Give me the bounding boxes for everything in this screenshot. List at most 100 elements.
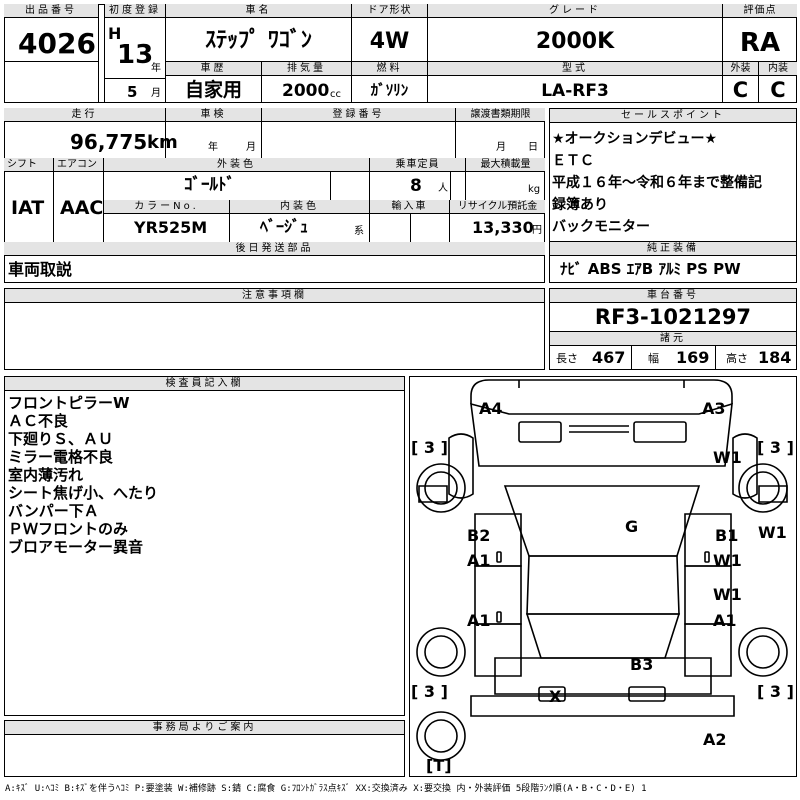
damage-mark: B2 bbox=[467, 526, 491, 545]
ext-color-label: 外装色 bbox=[104, 158, 369, 172]
inspection-label: 車検 bbox=[166, 108, 261, 122]
insp-month-unit: 月 bbox=[246, 142, 256, 153]
lot-label: 出品番号 bbox=[4, 4, 98, 18]
inspector-block bbox=[4, 376, 405, 716]
car-name-label: 車名 bbox=[166, 4, 351, 18]
inspector-note: フロントピラーW bbox=[8, 394, 130, 412]
damage-mark: W1 bbox=[758, 523, 787, 542]
color-no-cell: カラーNo. YR525M bbox=[104, 200, 230, 242]
car-outline-diagram bbox=[416, 379, 788, 761]
inspector-note: ＡＣ不良 bbox=[8, 412, 69, 430]
damage-mark: G bbox=[625, 517, 639, 536]
recycle-unit: 円 bbox=[532, 225, 542, 236]
fuel-cell: 燃料 ｶﾞｿﾘﾝ bbox=[352, 62, 428, 103]
int-color-label: 内装色 bbox=[230, 200, 369, 214]
displacement-unit: cc bbox=[330, 89, 341, 100]
ext-color-cell: 外装色 ｺﾞｰﾙﾄﾞ bbox=[104, 158, 370, 200]
mileage-label: 走行 bbox=[4, 108, 165, 122]
damage-mark: A2 bbox=[703, 730, 727, 749]
equipment-label: 純正装備 bbox=[550, 242, 796, 256]
model-label: 型式 bbox=[428, 62, 722, 76]
insp-year-unit: 年 bbox=[208, 142, 218, 153]
reg-month: 5 bbox=[127, 83, 138, 101]
sales-points-block bbox=[549, 108, 797, 283]
transfer-day-unit: 日 bbox=[528, 142, 538, 153]
damage-mark: X bbox=[549, 687, 562, 706]
fuel: ｶﾞｿﾘﾝ bbox=[370, 81, 409, 99]
inspector-note: ミラー電格不良 bbox=[8, 448, 114, 466]
reg-no-label: 登録番号 bbox=[262, 108, 455, 122]
import-cell: 輸入車 bbox=[370, 200, 450, 242]
width-label: 幅 bbox=[648, 352, 659, 365]
history-label: 車歴 bbox=[166, 62, 261, 76]
caution-label: 注意事項欄 bbox=[5, 289, 544, 303]
sales-points-label: セールスポイント bbox=[550, 109, 796, 123]
color-no-label: カラーNo. bbox=[104, 200, 229, 214]
fuel-label: 燃料 bbox=[352, 62, 427, 76]
damage-mark: W1 bbox=[713, 585, 742, 604]
sales-point-line: バックモニター bbox=[552, 219, 650, 235]
damage-mark: A1 bbox=[467, 611, 491, 630]
inspector-note: 下廻りＳ、ＡＵ bbox=[8, 430, 114, 448]
height: 184 bbox=[758, 348, 792, 367]
door-cell: ドア形状 4W bbox=[352, 4, 428, 62]
divider bbox=[330, 172, 331, 200]
color-no: YR525M bbox=[134, 218, 208, 237]
max-load-unit: kg bbox=[528, 184, 541, 195]
divider bbox=[549, 331, 797, 332]
length-label: 長さ bbox=[556, 352, 578, 365]
damage-mark: A3 bbox=[702, 399, 726, 418]
divider bbox=[410, 214, 411, 242]
inspector-note: シート焦げ小、へたり bbox=[8, 484, 159, 502]
damage-mark: B1 bbox=[715, 526, 739, 545]
inspection-cell: 車検 年 月 bbox=[166, 108, 262, 158]
mileage: 96,775 bbox=[70, 130, 148, 154]
spare-tire-mark: [T] bbox=[426, 756, 452, 775]
interior-label: 内装 bbox=[759, 62, 797, 76]
first-reg-label: 初度登録 bbox=[105, 4, 165, 18]
damage-mark: A1 bbox=[467, 551, 491, 570]
damage-mark: A1 bbox=[713, 611, 737, 630]
shift-label: シフト bbox=[4, 158, 53, 172]
shift: IAT bbox=[11, 197, 45, 219]
spec-label: 諸元 bbox=[550, 332, 796, 346]
exterior-grade: C bbox=[732, 78, 749, 102]
later-parts-cell: 後日発送部品 車両取説 bbox=[4, 242, 545, 283]
exterior-cell: 外装 C bbox=[722, 62, 759, 103]
tire-rl-mark: [ 3 ] bbox=[411, 682, 448, 701]
lot-cell: 出品番号 4026 bbox=[4, 4, 99, 61]
chassis-block bbox=[549, 288, 797, 370]
capacity-unit: 人 bbox=[438, 183, 448, 194]
history: 自家用 bbox=[184, 79, 242, 101]
sales-point-line: ＥＴＣ bbox=[552, 153, 594, 169]
capacity-label: 乗車定員 bbox=[370, 158, 465, 172]
divider bbox=[450, 172, 451, 200]
max-load-cell: 最大積載量 kg bbox=[466, 158, 545, 200]
height-label: 高さ bbox=[726, 352, 748, 365]
inspector-notes: フロントピラーW ＡＣ不良 下廻りＳ、ＡＵ ミラー電格不良 室内薄汚れ シート焦… bbox=[8, 394, 403, 556]
car-name-cell: 車名 ｽﾃｯﾌﾟ ﾜｺﾞﾝ bbox=[166, 4, 352, 62]
divider bbox=[105, 78, 165, 79]
recycle-label: リサイクル預託金 bbox=[450, 200, 545, 214]
inspector-note: 室内薄汚れ bbox=[8, 466, 84, 484]
office-label: 事務局よりご案内 bbox=[5, 721, 404, 735]
ac-cell: エアコン AAC bbox=[54, 158, 104, 242]
inspector-note: バンパー下Ａ bbox=[8, 502, 99, 520]
tire-fl-mark: [ 3 ] bbox=[411, 438, 448, 457]
model-cell: 型式 LA-RF3 bbox=[428, 62, 722, 103]
equipment-items: ﾅﾋﾞ ABS ｴｱB ｱﾙﾐ PS PW bbox=[560, 260, 741, 278]
int-color-unit: 系 bbox=[354, 226, 364, 237]
divider bbox=[715, 346, 716, 370]
sales-point-line: 録簿あり bbox=[552, 197, 608, 213]
interior-cell: 内装 C bbox=[759, 62, 797, 103]
reg-year: 13 bbox=[117, 40, 154, 70]
int-color: ﾍﾞｰｼﾞｭ bbox=[260, 217, 309, 236]
model: LA-RF3 bbox=[541, 81, 609, 101]
damage-mark: W1 bbox=[713, 551, 742, 570]
transfer-month-unit: 月 bbox=[496, 142, 506, 153]
grade-label: グレード bbox=[428, 4, 722, 18]
capacity: 8 bbox=[410, 176, 422, 196]
tire-rr-mark: [ 3 ] bbox=[757, 682, 794, 701]
int-color-cell: 内装色 ﾍﾞｰｼﾞｭ 系 bbox=[230, 200, 370, 242]
divider bbox=[98, 61, 99, 103]
